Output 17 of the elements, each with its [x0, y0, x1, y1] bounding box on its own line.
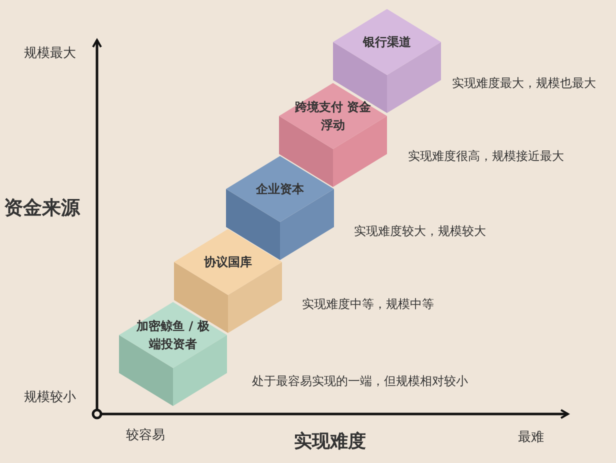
- axis-label: 资金来源: [4, 196, 80, 221]
- axis-label: 最难: [518, 429, 544, 447]
- description-text: 实现难度中等，规模中等: [302, 296, 434, 313]
- cube-title: 加密鲸鱼 / 极端投资者: [135, 318, 210, 353]
- axis-label: 规模最大: [24, 45, 76, 63]
- axis-label: 规模较小: [24, 389, 76, 407]
- description-text: 实现难度最大，规模也最大: [452, 75, 596, 92]
- cube-title: 跨境支付 资金浮动: [294, 99, 372, 134]
- cube-title: 银行渠道: [362, 34, 412, 51]
- description-text: 实现难度较大，规模较大: [354, 223, 486, 240]
- description-text: 实现难度很高，规模接近最大: [408, 148, 564, 165]
- axis-label: 较容易: [126, 427, 165, 445]
- cube-block: [119, 302, 227, 406]
- cube-title: 企业资本: [254, 181, 305, 198]
- axis-label: 实现难度: [294, 430, 366, 454]
- cube-title: 协议国库: [203, 254, 253, 271]
- description-text: 处于最容易实现的一端，但规模相对较小: [252, 373, 468, 390]
